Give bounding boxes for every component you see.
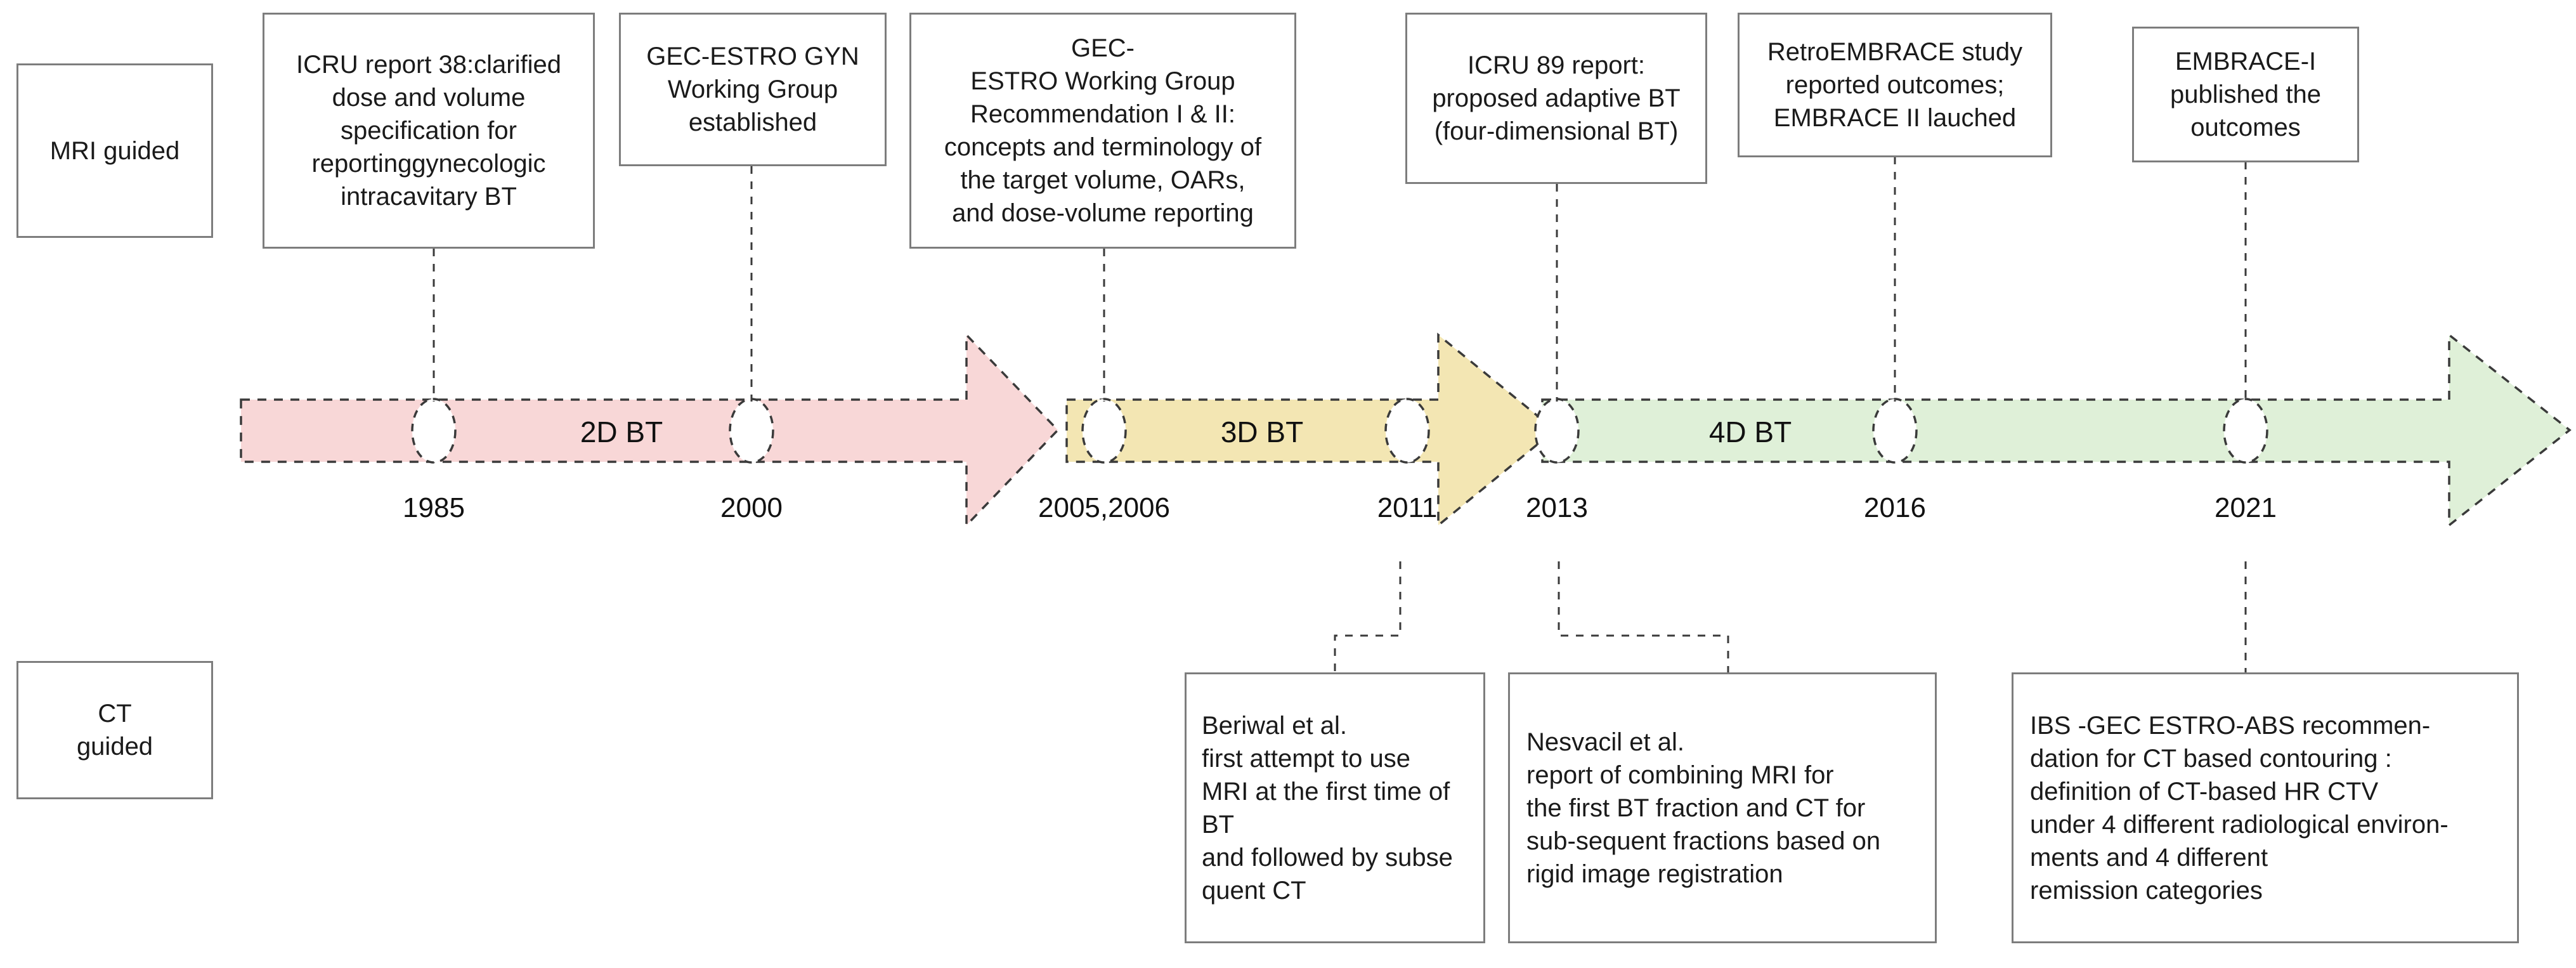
year-label-1985: 1985 <box>403 492 465 523</box>
modality-box-mri-guided: MRI guided <box>16 63 213 238</box>
year-label-2013: 2013 <box>1526 492 1588 523</box>
event-box-embrace-i-text: EMBRACE-I published the outcomes <box>2170 48 2321 141</box>
phase-arrow-4d-bt <box>1541 332 2572 528</box>
year-marker-2013 <box>1534 398 1580 464</box>
modality-box-ct-guided: CT guided <box>16 661 213 799</box>
event-box-beriwal-text: Beriwal et al. first attempt to use MRI … <box>1202 711 1453 905</box>
modality-box-ct-guided-text: CT guided <box>76 700 153 761</box>
event-box-gec-estro-recommendation-text: GEC- ESTRO Working Group Recommendation … <box>944 34 1262 227</box>
year-marker-2005-2006 <box>1081 398 1127 464</box>
year-label-2021: 2021 <box>2215 492 2277 523</box>
event-box-icru-89: ICRU 89 report: proposed adaptive BT (fo… <box>1405 13 1707 184</box>
year-label-2016: 2016 <box>1864 492 1926 523</box>
phase-label-3d-bt: 3D BT <box>1220 415 1304 448</box>
year-marker-2021 <box>2223 398 2268 464</box>
event-box-embrace-i: EMBRACE-I published the outcomes <box>2132 27 2359 162</box>
year-marker-2016 <box>1872 398 1918 464</box>
event-box-gec-estro-gyn-text: GEC-ESTRO GYN Working Group established <box>646 43 859 136</box>
year-marker-1985 <box>411 398 457 464</box>
event-box-retroembrace-text: RetroEMBRACE study reported outcomes; EM… <box>1767 38 2023 132</box>
event-box-icru-89-text: ICRU 89 report: proposed adaptive BT (fo… <box>1432 51 1681 145</box>
connector-nesvacil <box>1558 561 1729 672</box>
event-box-retroembrace: RetroEMBRACE study reported outcomes; EM… <box>1738 13 2052 157</box>
event-box-ibs-gec-estro-abs-text: IBS -GEC ESTRO-ABS recommen- dation for … <box>2030 711 2449 905</box>
year-marker-2011 <box>1384 398 1430 464</box>
modality-box-mri-guided-text: MRI guided <box>49 136 180 165</box>
event-box-gec-estro-recommendation: GEC- ESTRO Working Group Recommendation … <box>909 13 1296 249</box>
year-label-2005-2006: 2005,2006 <box>1038 492 1170 523</box>
event-box-gec-estro-gyn: GEC-ESTRO GYN Working Group established <box>619 13 887 166</box>
phase-arrow-3d-bt <box>1065 332 1557 528</box>
connector-beriwal <box>1334 561 1402 672</box>
event-box-nesvacil: Nesvacil et al. report of combining MRI … <box>1508 672 1937 943</box>
event-box-icru-38: ICRU report 38:clarified dose and volume… <box>263 13 595 249</box>
phase-label-4d-bt: 4D BT <box>1708 415 1792 448</box>
phase-arrow-2d-bt <box>240 332 1060 528</box>
event-box-beriwal: Beriwal et al. first attempt to use MRI … <box>1185 672 1485 943</box>
year-label-2011: 2011 <box>1377 492 1438 523</box>
phase-label-2d-bt: 2D BT <box>580 415 663 448</box>
year-label-2000: 2000 <box>720 492 783 523</box>
event-box-icru-38-text: ICRU report 38:clarified dose and volume… <box>296 51 561 211</box>
event-box-nesvacil-text: Nesvacil et al. report of combining MRI … <box>1526 728 1881 888</box>
event-box-ibs-gec-estro-abs: IBS -GEC ESTRO-ABS recommen- dation for … <box>2012 672 2519 943</box>
